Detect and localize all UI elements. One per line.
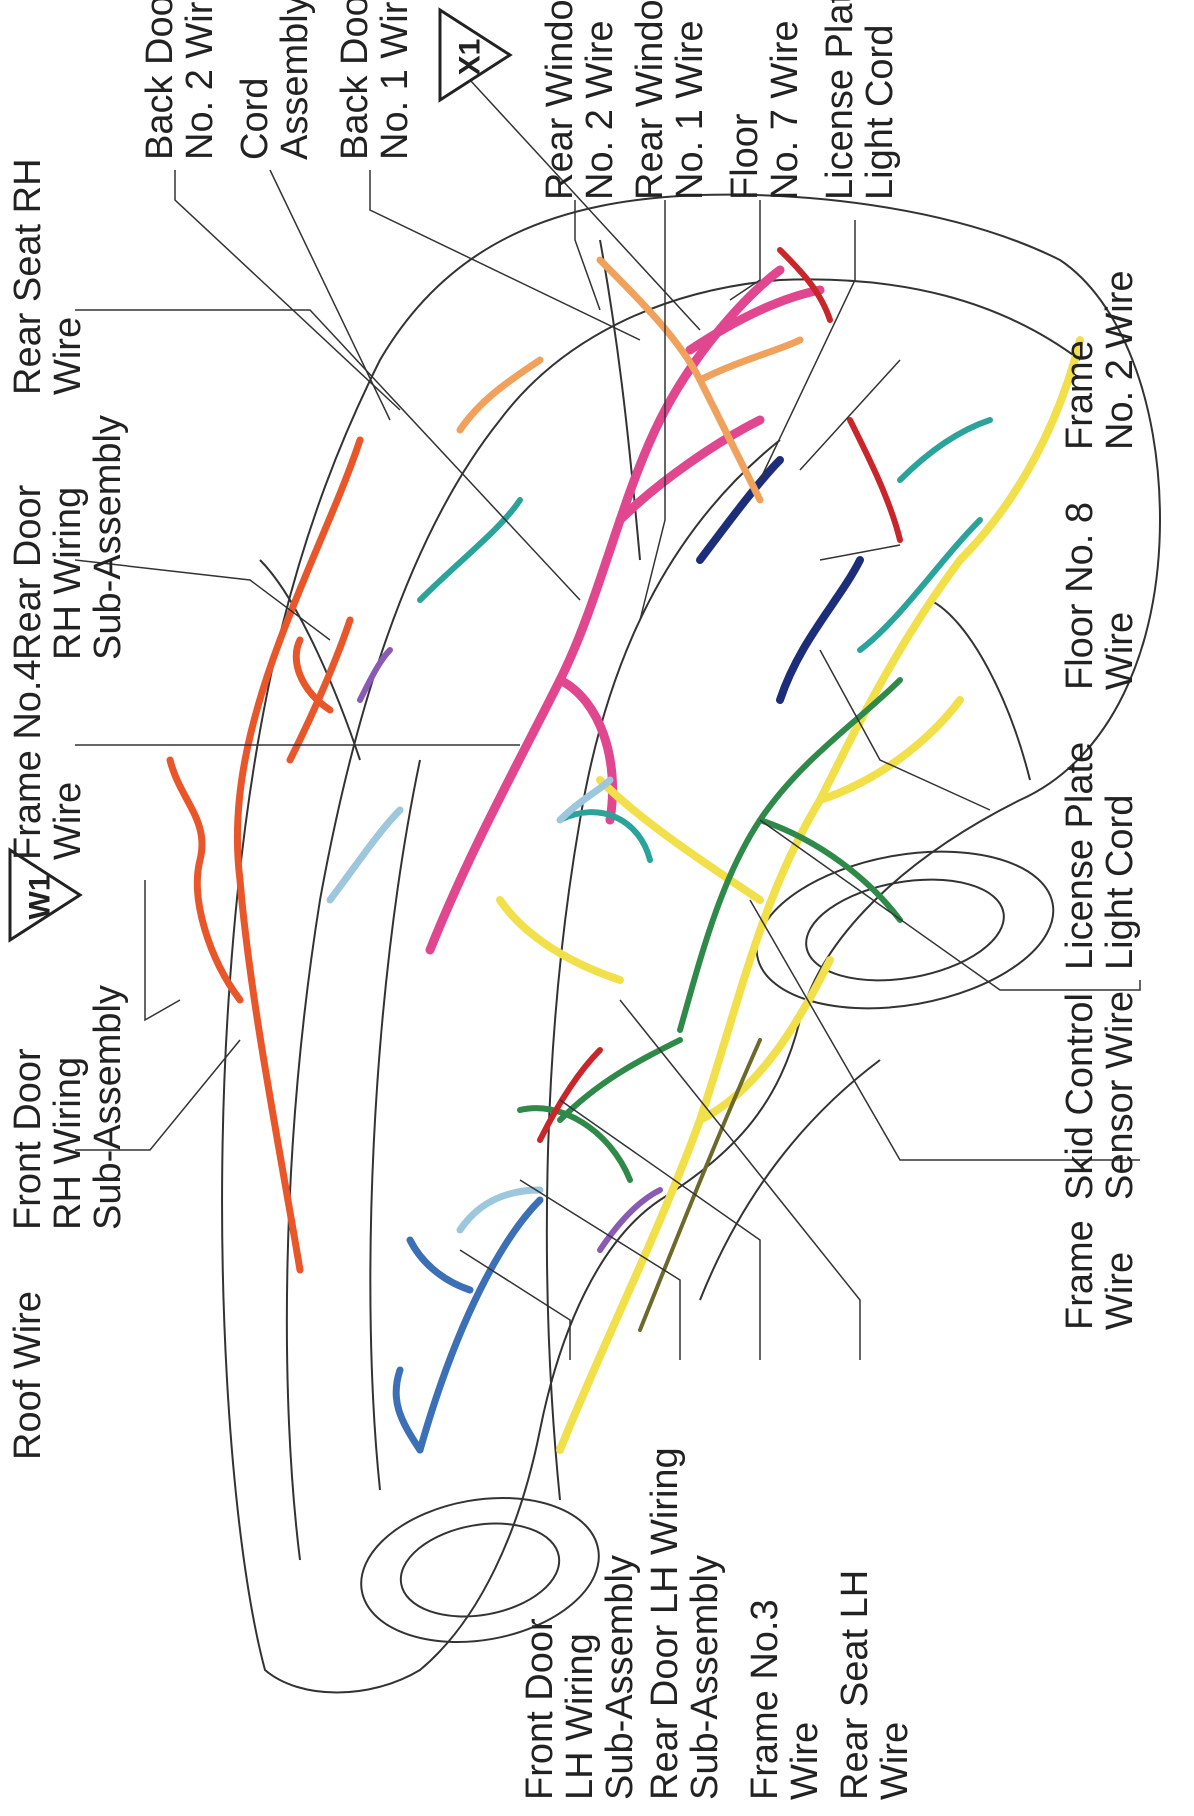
x1-marker-text: X1	[453, 38, 487, 76]
label-floor-no7-wire: Floor No. 7 Wire	[724, 20, 806, 200]
dark-blue-harness	[696, 456, 864, 704]
light-blue-harness	[326, 776, 614, 1234]
label-front-door-rh-wiring: Front Door RH Wiring Sub-Assembly	[7, 985, 129, 1230]
label-roof-wire: Roof Wire	[7, 1291, 49, 1460]
roof-wire-harness	[166, 436, 364, 1274]
x1-marker	[438, 7, 513, 103]
label-back-door-no2-wire: Back Door No. 2 Wire	[139, 0, 221, 160]
rear-wheel	[755, 850, 1055, 1010]
w1-marker	[8, 847, 83, 943]
label-front-door-lh-wiring: Front Door LH Wiring Sub-Assembly	[519, 1555, 641, 1800]
red-harness	[537, 247, 903, 1143]
label-frame-no3-wire: Frame No.3 Wire	[744, 1599, 826, 1800]
label-frame-no2-wire: Frame No. 2 Wire	[1059, 270, 1141, 450]
olive-harness	[638, 1038, 762, 1332]
front-door-lh-harness	[392, 1196, 544, 1454]
label-license-plate-light-cord-top: License Plate Light Cord	[819, 0, 901, 200]
floor-pink-harness	[425, 265, 825, 955]
label-back-door-no1-wire: Back Door No. 1 Wire	[334, 0, 416, 160]
purple-harness	[357, 647, 663, 1253]
teal-harness	[417, 417, 993, 863]
back-door-orange-harness	[456, 256, 804, 504]
front-wheel	[360, 1496, 600, 1644]
label-license-plate-light-cord-bottom: License Plate Light Cord	[1059, 741, 1141, 970]
label-cord-assembly: Cord Assembly	[234, 0, 316, 160]
label-rear-window-no1-wire: Rear Window No. 1 Wire	[629, 0, 711, 200]
label-skid-control-sensor-wire: Skid Control Sensor Wire	[1059, 990, 1141, 1200]
vehicle-body-outline	[221, 193, 1162, 1694]
label-rear-seat-rh-wire: Rear Seat RH Wire	[7, 158, 89, 395]
label-frame-wire: Frame Wire	[1059, 1220, 1141, 1330]
label-rear-window-no2-wire: Rear Window No. 2 Wire	[539, 0, 621, 200]
label-rear-door-lh-wiring: Rear Door LH Wiring Sub-Assembly	[644, 1447, 726, 1800]
frame-yellow-harness	[496, 336, 1084, 1454]
leader-lines	[74, 79, 1141, 1360]
label-frame-no4-wire: Frame No.4 Wire	[7, 659, 89, 860]
label-floor-no8-wire: Floor No. 8 Wire	[1059, 502, 1141, 690]
w1-marker-text: W1	[23, 874, 57, 920]
label-rear-door-rh-wiring: Rear Door RH Wiring Sub-Assembly	[7, 415, 129, 660]
label-rear-seat-lh-wire: Rear Seat LH Wire	[834, 1569, 916, 1800]
